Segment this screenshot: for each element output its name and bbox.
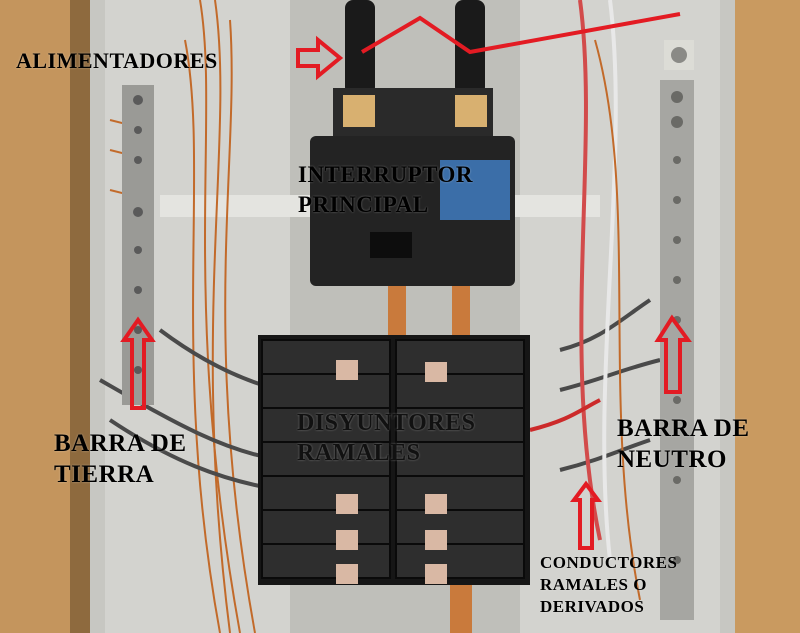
branch-breaker-stack [258,335,530,585]
ground-bar-arrow [120,316,156,410]
neutral-lug-screw [671,47,687,63]
neutral-bar-label: BARRA DE NEUTRO [617,413,797,475]
main-breaker-label: INTERRUPTOR PRINCIPAL [298,160,538,220]
annotation-arrows [120,12,692,550]
feeder-pointer-line [360,12,681,55]
red-white-wires [529,0,641,601]
feeder-arrow [296,35,344,81]
bus-bar-3 [450,585,472,633]
right-stud [735,0,800,633]
neutral-bar-label-line-1: BARRA DE [617,415,750,442]
neutral-bar-arrow [654,314,692,394]
copper-wires-left [109,0,256,633]
main-breaker-label-line-1: INTERRUPTOR [298,162,474,187]
stud-shadow [70,0,90,633]
neutral-bar-label-line-2: NEUTRO [617,446,727,473]
feeder-cable-2 [455,0,485,95]
branch-breakers-label-line-2: RAMALES [297,440,421,466]
branch-breakers-label-line-1: DISYUNTORES [297,410,476,436]
main-breaker-label-line-2: PRINCIPAL [298,192,429,217]
branch-breakers-label: DISYUNTORES RAMALES [297,408,527,468]
lug-1 [343,95,375,127]
main-breaker-handle [370,232,412,258]
feeder-cable-1 [345,0,375,95]
conductor-arrow [570,480,602,550]
lug-2 [455,95,487,127]
ground-bar-label: BARRA DE TIERRA [54,428,234,490]
ground-bar-label-line-1: BARRA DE [54,430,187,457]
left-stud [0,0,70,633]
ground-bar [122,85,154,405]
ground-bar-screws [133,95,143,374]
bus-bar-2 [452,286,470,346]
ground-bar-label-line-2: TIERRA [54,461,155,488]
branch-conductors-label-line-1: CONDUCTORES [540,553,678,572]
bus-bar-1 [388,286,406,346]
feeders-label: ALIMENTADORES [16,48,218,73]
branch-conductors-label-line-3: DERIVADOS [540,597,645,616]
branch-conductors-label: CONDUCTORES RAMALES O DERIVADOS [540,552,740,618]
main-breaker-label-plate [440,160,510,220]
branch-conductors-label-line-2: RAMALES O [540,575,647,594]
